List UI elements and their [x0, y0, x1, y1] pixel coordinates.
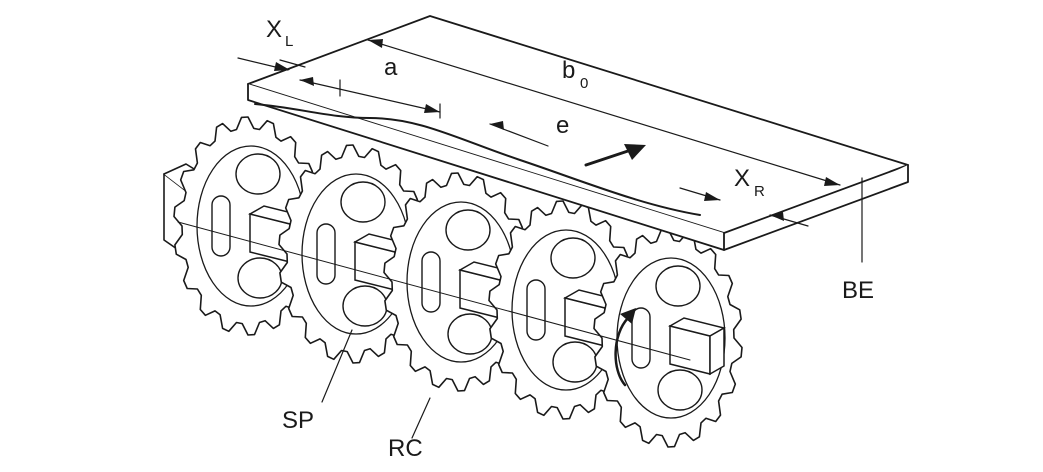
spoke-window-side [631, 307, 651, 369]
b0-arrowhead-right [824, 177, 840, 186]
spoke-window-top [655, 265, 701, 307]
xr-arrowhead-left [704, 192, 720, 201]
shaft-centerline [177, 221, 691, 361]
spoke-window-side [211, 195, 231, 257]
e-arrowhead [490, 121, 504, 130]
spoke-window-side [421, 251, 441, 313]
xr-arrowhead-right [770, 212, 784, 221]
xr-label: X [734, 165, 750, 192]
xl-subscript: L [285, 33, 293, 50]
xl-arrowhead [274, 62, 290, 71]
b0-arrowhead-left [368, 39, 383, 48]
sprocket-group [173, 116, 743, 448]
a-label: a [384, 54, 398, 81]
sprocket [593, 228, 743, 448]
spoke-window-side [316, 223, 336, 285]
spoke-window-top [445, 209, 491, 251]
spoke-window-side [526, 279, 546, 341]
sp-label: SP [282, 407, 314, 434]
b0-label: b [562, 57, 575, 84]
xr-subscript: R [754, 183, 765, 200]
hub-block-side [709, 326, 725, 376]
e-label: e [556, 112, 569, 139]
be-label: BE [842, 277, 874, 304]
xl-label: X [266, 16, 282, 43]
spoke-window-top [340, 181, 386, 223]
spoke-window-top [550, 237, 596, 279]
a-arrowhead-left [300, 77, 314, 86]
belt-direction-arrow [584, 144, 646, 167]
b0-subscript: 0 [580, 75, 588, 92]
dimension-arrowheads [274, 39, 840, 221]
rc-label: RC [388, 435, 423, 462]
spoke-window-top [235, 153, 281, 195]
a-arrowhead-right [424, 104, 440, 113]
spoke-window-bottom [657, 369, 703, 411]
belt-deflection-curve [254, 103, 701, 216]
rotation-arrow [614, 308, 636, 387]
